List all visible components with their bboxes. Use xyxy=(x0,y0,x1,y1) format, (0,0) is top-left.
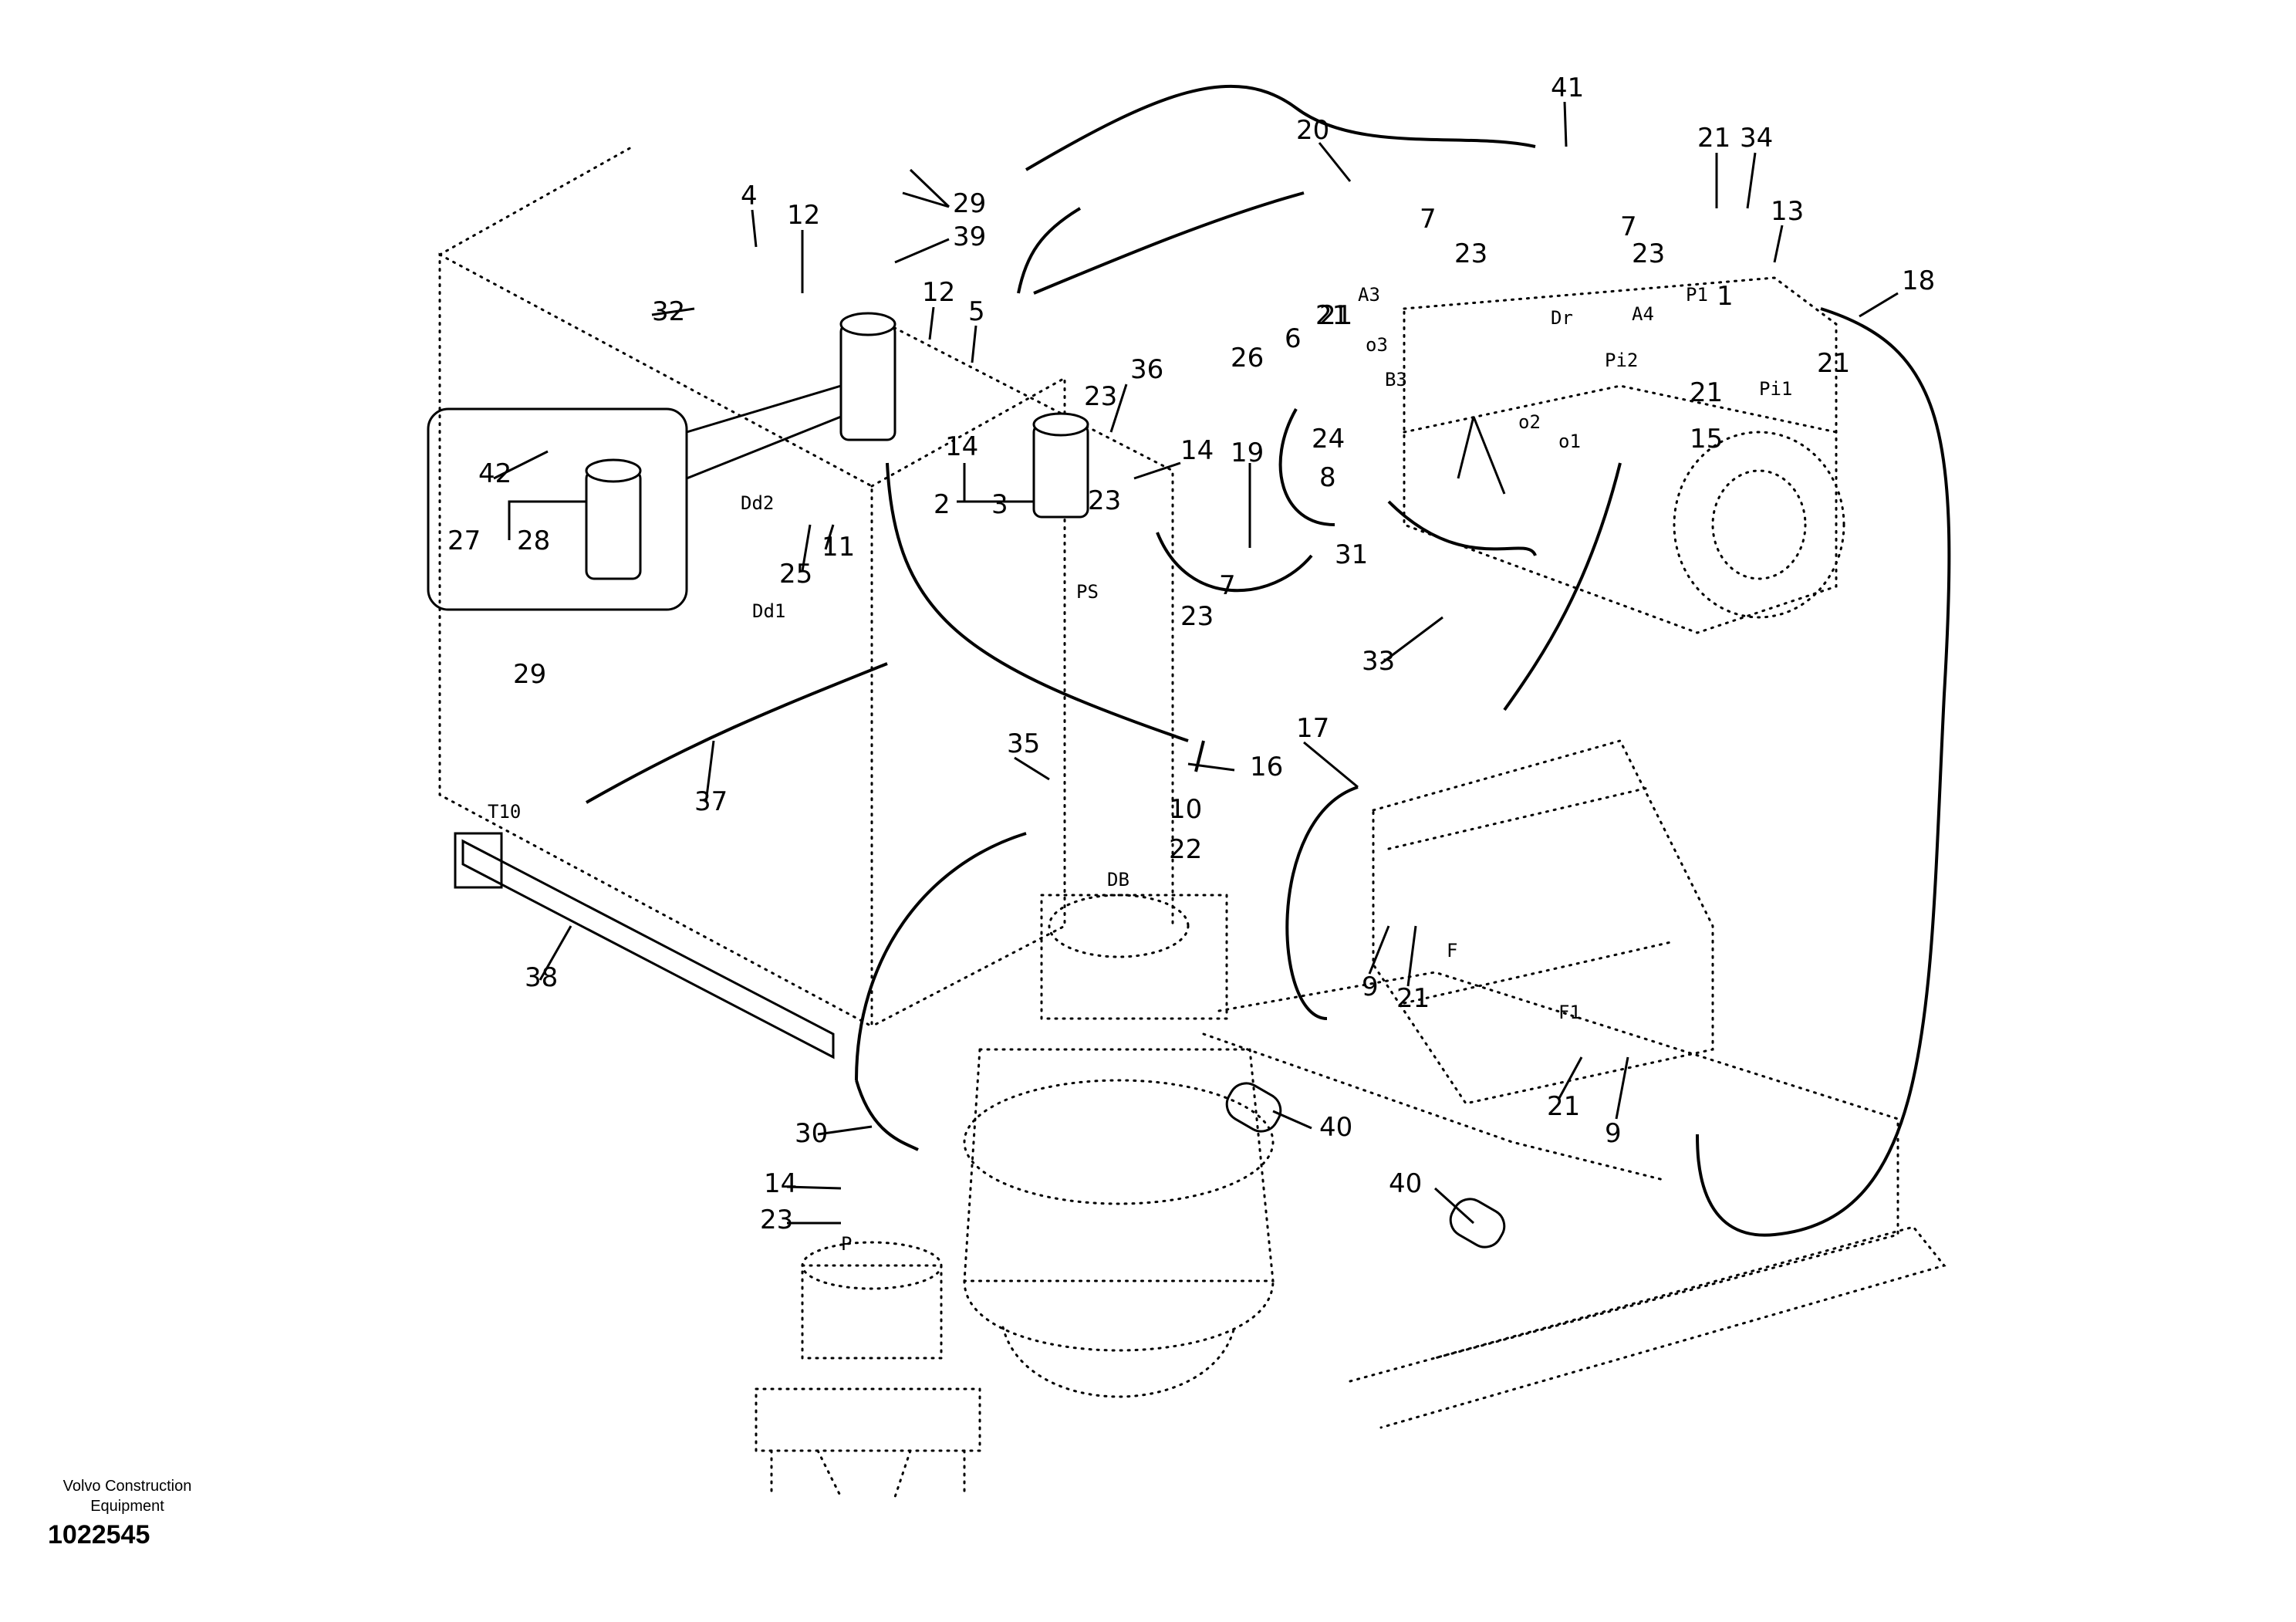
callout-2: 2 xyxy=(934,489,950,520)
callout-6: 6 xyxy=(1285,323,1302,354)
callout-23e: 23 xyxy=(1180,601,1214,632)
port-dr: Dr xyxy=(1551,307,1573,329)
callout-18: 18 xyxy=(1902,265,1935,296)
callout-28: 28 xyxy=(517,525,550,556)
callout-4: 4 xyxy=(741,181,758,211)
control-valve xyxy=(1372,739,1714,1105)
callout-14: 14 xyxy=(945,431,978,462)
callout-16: 16 xyxy=(1250,752,1283,782)
callout-21b: 21 xyxy=(1817,348,1850,379)
port-o3: o3 xyxy=(1366,334,1388,356)
callout-3: 3 xyxy=(991,489,1008,520)
main-pump xyxy=(1403,276,1845,634)
callout-33: 33 xyxy=(1362,646,1395,677)
swing-motor xyxy=(963,894,1275,1398)
callout-35: 35 xyxy=(1007,728,1040,759)
callout-26: 26 xyxy=(1231,343,1264,373)
callout-17: 17 xyxy=(1296,713,1329,744)
callout-42: 42 xyxy=(478,458,512,489)
port-b3: B3 xyxy=(1385,369,1407,390)
port-o2: o2 xyxy=(1518,411,1541,433)
callout-12b: 12 xyxy=(922,277,955,308)
callout-12: 12 xyxy=(787,200,820,231)
callout-21e: 21 xyxy=(1315,300,1349,331)
callout-25: 25 xyxy=(779,559,812,590)
port-a4: A4 xyxy=(1632,303,1654,325)
filter-left xyxy=(839,312,896,441)
callout-21c: 21 xyxy=(1319,300,1352,331)
port-ps: PS xyxy=(1076,581,1099,603)
callout-20: 20 xyxy=(1296,115,1329,146)
callout-27: 27 xyxy=(447,525,481,556)
callout-7: 7 xyxy=(1420,204,1437,235)
callout-21: 21 xyxy=(1697,123,1730,154)
hoses xyxy=(586,84,1951,1237)
callout-14c: 14 xyxy=(764,1168,797,1199)
port-p1: P1 xyxy=(1686,284,1708,306)
filter-right xyxy=(1032,412,1089,519)
callout-15: 15 xyxy=(1690,424,1723,454)
callout-31: 31 xyxy=(1335,539,1368,570)
callout-23d: 23 xyxy=(1088,485,1121,516)
port-o1: o1 xyxy=(1558,431,1581,452)
brand-line1: Volvo Construction xyxy=(62,1478,192,1495)
callout-39: 39 xyxy=(953,221,986,252)
port-pi1: Pi1 xyxy=(1759,378,1792,400)
document-number: 1022545 xyxy=(48,1520,150,1549)
gaskets xyxy=(1225,1082,1506,1249)
port-dd1: Dd1 xyxy=(752,600,785,622)
callout-36: 36 xyxy=(1130,354,1163,385)
brand-line2: Equipment xyxy=(90,1498,164,1515)
callout-9: 9 xyxy=(1362,972,1379,1002)
callout-29: 29 xyxy=(953,188,986,219)
callout-23: 23 xyxy=(1454,238,1487,269)
port-labels: A3 Dr A4 P1 o3 Pi2 Pi1 B3 o2 o1 Dd2 PS D… xyxy=(488,284,1792,1255)
brand-label: Volvo Construction Equipment xyxy=(31,1476,224,1516)
center-joint xyxy=(755,1241,981,1499)
callout-23b: 23 xyxy=(1632,238,1665,269)
callout-34: 34 xyxy=(1740,123,1773,154)
port-f: F xyxy=(1447,940,1457,961)
callout-21f: 21 xyxy=(1396,983,1430,1014)
callout-37: 37 xyxy=(694,786,728,817)
callout-24: 24 xyxy=(1312,424,1345,454)
callout-29b: 29 xyxy=(513,659,546,690)
callout-10: 10 xyxy=(1169,794,1202,825)
port-pi2: Pi2 xyxy=(1605,350,1638,371)
callout-22: 22 xyxy=(1169,834,1202,865)
port-db: DB xyxy=(1107,869,1129,890)
callout-13: 13 xyxy=(1771,196,1804,227)
callout-9b: 9 xyxy=(1605,1118,1622,1149)
callout-21g: 21 xyxy=(1547,1091,1580,1122)
port-f1: F1 xyxy=(1558,1002,1581,1023)
port-a3: A3 xyxy=(1358,284,1380,306)
port-p: P xyxy=(841,1233,852,1255)
callout-40b: 40 xyxy=(1389,1168,1422,1199)
port-dd2: Dd2 xyxy=(741,492,774,514)
t10-manifold xyxy=(454,832,835,1059)
callout-numbers: 41 20 21 34 13 18 4 12 29 39 7 23 7 23 1… xyxy=(447,73,1935,1235)
callout-19: 19 xyxy=(1231,438,1264,468)
callout-7b: 7 xyxy=(1620,211,1637,242)
callout-23f: 23 xyxy=(760,1205,793,1235)
callout-23c: 23 xyxy=(1084,381,1117,412)
port-t10: T10 xyxy=(488,801,521,823)
callout-40: 40 xyxy=(1319,1112,1352,1143)
callout-1: 1 xyxy=(1717,281,1734,312)
callout-41: 41 xyxy=(1551,73,1584,103)
inset-detail xyxy=(427,384,842,611)
frame-outline xyxy=(438,145,1947,1429)
callout-5: 5 xyxy=(968,296,985,327)
callout-8: 8 xyxy=(1319,462,1336,493)
callout-7c: 7 xyxy=(1219,570,1236,601)
leader-lines xyxy=(493,101,1899,1225)
callout-14b: 14 xyxy=(1180,435,1214,466)
callout-21d: 21 xyxy=(1690,377,1723,408)
